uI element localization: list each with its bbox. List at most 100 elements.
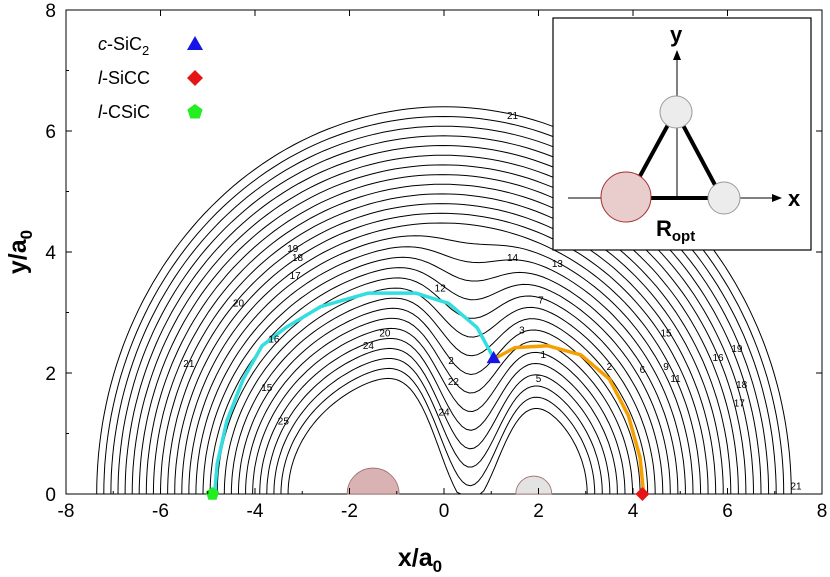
contour-line: [266, 347, 611, 495]
contour-label: 15: [661, 329, 673, 340]
atom-shapes: [346, 467, 553, 495]
y-tick-label: 4: [45, 243, 56, 264]
contour-label: 19: [287, 244, 299, 255]
contour-line: [202, 256, 679, 495]
x-tick-label: 0: [439, 501, 450, 522]
contour-label: 2: [448, 356, 454, 367]
diamond-marker-icon: [635, 487, 650, 501]
contour-label: 1: [540, 350, 546, 361]
diamond-marker-icon: [187, 70, 203, 86]
contour-line: [110, 125, 777, 495]
contour-label: 14: [507, 253, 519, 264]
contour-label: 17: [734, 398, 746, 409]
contour-label: 25: [278, 416, 290, 427]
contour-label: 15: [261, 383, 273, 394]
contour-label: 2: [607, 362, 613, 373]
legend-entry-label: l-SiCC: [98, 68, 150, 88]
contour-label: 22: [448, 377, 460, 388]
contour-label: 20: [379, 329, 391, 340]
contour-label: 3: [519, 326, 525, 337]
x-tick-label: 6: [722, 501, 733, 522]
y-axis-label: y/a0: [4, 230, 36, 274]
contour-label: 20: [233, 298, 245, 309]
contour-labels: 2121212019191818171716161515141312119765…: [183, 111, 802, 493]
y-tick-label: 0: [45, 485, 56, 506]
contour-line: [195, 246, 686, 495]
contour-line: [280, 367, 596, 494]
legend-entry-label: l-CSiC: [98, 102, 150, 122]
contour-line: [167, 203, 717, 495]
inset-atom-top: [659, 95, 693, 129]
y-tick-label: 6: [45, 122, 56, 143]
contour-label: 5: [536, 374, 542, 385]
contour-line: [188, 235, 694, 495]
contour-label: 21: [183, 359, 195, 370]
contour-line: [117, 135, 770, 495]
contour-line: [245, 317, 633, 494]
contour-line: [145, 174, 739, 495]
y-tick-label: 2: [45, 364, 56, 385]
contour-line: [238, 307, 641, 495]
x-tick-label: -8: [58, 501, 75, 522]
contour-line: [181, 222, 702, 495]
inset-frame: [552, 17, 812, 251]
inset-y-arrow-icon: [673, 50, 681, 60]
contour-line: [160, 193, 724, 495]
inset-x-arrow-icon: [772, 194, 782, 202]
x-tick-label: 4: [628, 501, 639, 522]
contour-label: 24: [438, 407, 450, 418]
inset-geometry: x y Ropt: [552, 17, 812, 251]
legend-entry-label: c-SiC2: [98, 34, 149, 58]
contour-label: 19: [731, 344, 743, 355]
contour-line: [174, 212, 709, 495]
contour-label: 9: [663, 362, 669, 373]
inset-x-label: x: [788, 186, 801, 211]
contour-label: 7: [538, 295, 544, 306]
contour-line: [103, 115, 785, 495]
contour-label: 16: [268, 335, 280, 346]
contour-label: 6: [640, 365, 646, 376]
contour-line: [96, 106, 792, 495]
contour-label: 21: [790, 482, 802, 493]
contour-line: [252, 327, 626, 495]
pentagon-marker-icon: [187, 104, 203, 119]
triangle-marker-icon: [486, 350, 501, 364]
x-tick-label: 2: [533, 501, 544, 522]
contour-line: [209, 267, 671, 495]
inset-caption: Ropt: [656, 216, 695, 245]
x-tick-label: 8: [817, 501, 828, 522]
contour-label: 17: [290, 271, 302, 282]
contour-line: [138, 164, 747, 495]
contour-label: 18: [736, 380, 748, 391]
contour-line: [223, 287, 656, 495]
atom-shape: [515, 475, 553, 495]
contour-label: 18: [292, 253, 304, 264]
x-tick-label: -4: [247, 501, 264, 522]
contour-line: [230, 297, 649, 494]
atom-shape: [346, 467, 400, 495]
contour-lines: [96, 106, 792, 495]
reaction-path: [213, 291, 496, 492]
x-axis-label: x/a0: [398, 544, 442, 576]
contour-line: [259, 338, 618, 495]
inset-atom-right: [707, 181, 741, 215]
contour-line: [124, 144, 762, 495]
inset-y-label: y: [670, 22, 683, 47]
reaction-path: [495, 344, 646, 492]
contour-line: [287, 377, 588, 495]
contour-label: 24: [363, 341, 375, 352]
x-tick-label: -6: [152, 501, 169, 522]
inset-atom-large: [600, 171, 652, 223]
contour-label: 11: [670, 374, 681, 385]
path-markers: [205, 350, 650, 501]
contour-line: [152, 183, 732, 495]
contour-line: [273, 358, 603, 495]
contour-label: 12: [435, 283, 447, 294]
contour-label: 16: [712, 353, 724, 364]
legend: c-SiC2 l-SiCC l-CSiC: [98, 34, 203, 122]
triangle-marker-icon: [187, 36, 203, 50]
contour-label: 13: [552, 259, 564, 270]
y-tick-label: 8: [45, 1, 56, 22]
